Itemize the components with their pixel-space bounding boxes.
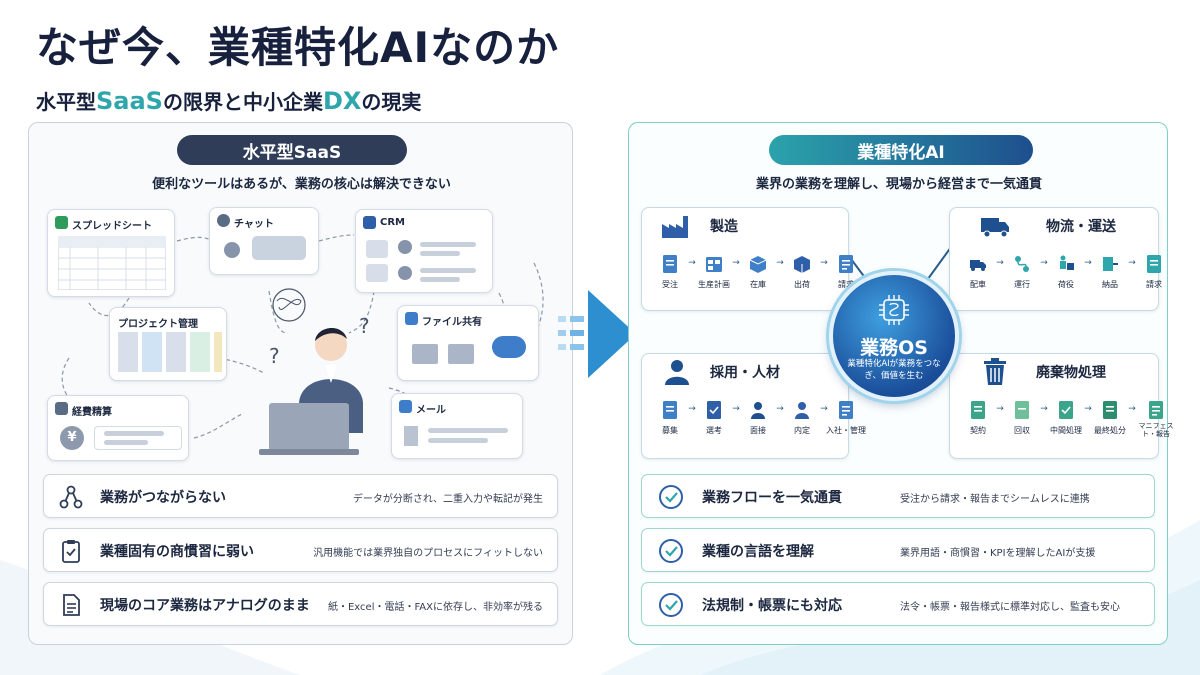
chat-bubble: [252, 236, 306, 260]
chat-avatar: [224, 242, 240, 258]
offer-icon: [795, 402, 809, 419]
expense-card: 経費精算 ¥: [47, 395, 189, 461]
inventory-box-icon: [749, 256, 767, 273]
crm-card: CRM: [355, 209, 493, 293]
manifest-report-icon: [1149, 401, 1163, 419]
industry-ai-caption: 業界の業務を理解し、現場から経営まで一気通貫: [755, 177, 1042, 192]
ai-chip-icon: [879, 295, 909, 325]
collection-icon: [1015, 401, 1029, 419]
horizontal-saas-caption: 便利なツールはあるが、業務の核心は解決できない: [152, 177, 451, 192]
person-icon: [665, 360, 689, 385]
cloud-upload-icon: [492, 336, 526, 358]
check-circle-icon: [659, 485, 683, 509]
dispatch-truck-icon: [970, 260, 986, 271]
project-management-card: プロジェクト管理: [109, 307, 227, 381]
svg-text:?: ?: [359, 314, 370, 338]
manufacturing-flow: 受注 → 生産計画 → 在庫 → 出荷 → 請求: [652, 254, 864, 289]
planning-icon: [706, 257, 722, 272]
folder-icon: [405, 312, 418, 325]
page-title: なぜ今、業種特化AIなのか: [36, 23, 560, 72]
transition-arrow-icon: [558, 290, 636, 378]
horizontal-saas-panel: 水平型SaaS 便利なツールはあるが、業務の核心は解決できない スプレッドシート: [28, 122, 573, 645]
processing-icon: [1059, 401, 1073, 419]
worried-person-illustration: ? ?: [259, 288, 370, 455]
interview-icon: [751, 402, 765, 419]
expense-icon: [55, 402, 68, 415]
file-folder-icon: [412, 344, 438, 364]
problem-row: 業務がつながらない データが分断され、二重入力や転記が発生: [43, 474, 558, 518]
spreadsheet-grid: [58, 236, 166, 290]
chat-card: チャット: [209, 207, 319, 275]
clipboard-check-icon: [62, 540, 80, 563]
waste-management-card: 廃棄物処理 契約 → 回収 → 中間処理 → 最終処分 → マニフェスト・報告: [949, 353, 1174, 459]
shipping-box-icon: [794, 256, 810, 273]
logistics-card: 物流・運送 配車 → 運行 → 荷役 → 納品 → 請求: [949, 207, 1162, 311]
document-icon: [63, 594, 80, 616]
spreadsheet-icon: [55, 216, 68, 229]
network-icon: [59, 485, 83, 509]
chat-icon: [217, 214, 230, 227]
factory-icon: [662, 216, 688, 238]
disposal-icon: [1103, 401, 1117, 419]
route-icon: [1015, 256, 1029, 272]
crm-icon: [363, 216, 376, 229]
contract-icon: [971, 401, 985, 419]
page-subtitle: 水平型SaaSの限界と中小企業DXの現実: [36, 87, 422, 115]
delivery-icon: [1103, 257, 1118, 271]
tangled-thoughts-icon: [272, 288, 306, 322]
business-os-desc: 業種特化AIが業務をつなぎ、価値を生む: [847, 359, 941, 381]
solution-row: 業務フローを一気通貫 受注から請求・報告までシームレスに連携: [641, 474, 1155, 518]
industry-ai-panel: 業種特化AI 業界の業務を理解し、現場から経営まで一気通貫 製造 受注 → 生産…: [628, 122, 1174, 645]
recruitment-flow: 募集 → 選考 → 面接 → 内定 → 入社・管理: [652, 400, 866, 435]
yen-coin-icon: ¥: [60, 426, 84, 450]
business-os-hub: 業務OS 業種特化AIが業務をつなぎ、価値を生む: [829, 271, 959, 401]
cargo-handling-icon: [1060, 255, 1074, 270]
mail-icon: [399, 400, 412, 413]
crm-contact-icon: [398, 240, 412, 254]
logistics-flow: 配車 → 運行 → 荷役 → 納品 → 請求: [960, 254, 1172, 289]
spreadsheet-card: スプレッドシート: [47, 209, 175, 297]
check-circle-icon: [659, 593, 683, 617]
invoice-icon: [839, 255, 853, 273]
business-os-title: 業務OS: [860, 337, 928, 359]
recruitment-card: 採用・人材 募集 → 選考 → 面接 → 内定 → 入社・管理: [641, 353, 866, 459]
manufacturing-card: 製造 受注 → 生産計画 → 在庫 → 出荷 → 請求: [641, 207, 854, 311]
invoice-icon: [1147, 255, 1161, 273]
check-circle-icon: [659, 539, 683, 563]
solution-row: 法規制・帳票にも対応 法令・帳票・報告様式に標準対応し、監査も安心: [641, 582, 1155, 626]
problem-row: 業種固有の商慣習に弱い 汎用機能では業界独自のプロセスにフィットしない: [43, 528, 558, 572]
solution-row: 業種の言語を理解 業界用語・商慣習・KPIを理解したAIが支援: [641, 528, 1155, 572]
trash-bin-icon: [984, 358, 1006, 385]
svg-text:?: ?: [269, 344, 280, 368]
onboarding-icon: [839, 401, 853, 419]
problem-row: 現場のコア業務はアナログのまま 紙・Excel・電話・FAXに依存し、非効率が残…: [43, 582, 558, 626]
waste-flow: 契約 → 回収 → 中間処理 → 最終処分 → マニフェスト・報告: [960, 400, 1176, 438]
screening-icon: [707, 401, 721, 419]
horizontal-saas-pill: 水平型SaaS: [177, 135, 407, 165]
truck-icon: [981, 218, 1009, 238]
file-folder-icon: [448, 344, 474, 364]
mail-card: メール: [391, 393, 523, 459]
industry-ai-pill: 業種特化AI: [769, 135, 1033, 165]
file-share-card: ファイル共有: [397, 305, 539, 381]
order-doc-icon: [663, 255, 677, 273]
crm-contact-icon: [398, 266, 412, 280]
job-post-icon: [663, 401, 677, 419]
